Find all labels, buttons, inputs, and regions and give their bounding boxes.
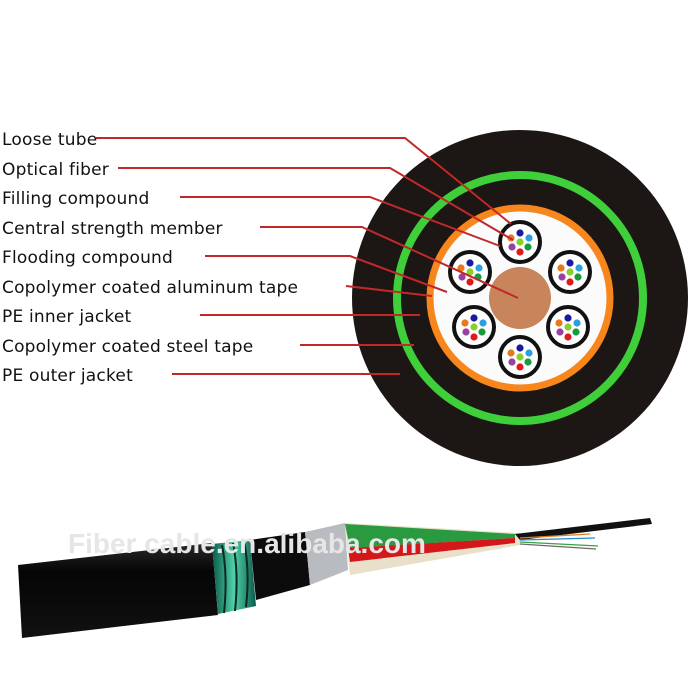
optical-fiber — [566, 259, 574, 267]
optical-fiber — [566, 278, 574, 286]
label-optical-fiber: Optical fiber — [2, 160, 109, 180]
optical-fiber — [461, 319, 469, 327]
leader-line — [96, 137, 512, 225]
optical-fiber — [573, 319, 581, 327]
optical-fiber — [525, 349, 533, 357]
optical-fiber — [516, 248, 524, 256]
optical-fiber — [470, 333, 478, 341]
label-pe-inner-jacket: PE inner jacket — [2, 307, 132, 327]
optical-fiber — [516, 344, 524, 352]
optical-fiber — [575, 264, 583, 272]
optical-fiber — [556, 328, 564, 336]
leader-line — [260, 226, 519, 299]
optical-fiber — [507, 349, 515, 357]
optical-fiber — [466, 278, 474, 286]
central-strength-member — [489, 267, 551, 329]
leader-line — [205, 255, 448, 293]
optical-fiber — [524, 243, 532, 251]
red-tube — [348, 538, 515, 562]
optical-fiber — [558, 273, 566, 281]
labels: Loose tube Optical fiber Filling compoun… — [2, 130, 298, 386]
optical-fiber — [516, 238, 524, 246]
optical-fiber — [564, 314, 572, 322]
optical-fiber — [470, 314, 478, 322]
inner-jacket-segment — [250, 532, 310, 600]
watermark: Fiber cable.en.alibaba.com — [68, 528, 426, 559]
optical-fiber — [462, 328, 470, 336]
steel-tape-segment — [212, 540, 256, 614]
optical-fiber — [466, 268, 474, 276]
leader-line — [345, 285, 433, 297]
leader-lines — [96, 137, 519, 375]
optical-fiber — [516, 363, 524, 371]
label-flooding-compound: Flooding compound — [2, 248, 173, 268]
optical-fiber — [478, 328, 486, 336]
optical-fiber — [566, 268, 574, 276]
loose-tube — [498, 220, 542, 264]
optical-fiber — [458, 273, 466, 281]
optical-fiber — [524, 358, 532, 366]
label-central-strength-member: Central strength member — [2, 219, 223, 239]
outer-jacket-segment — [18, 543, 218, 638]
optical-fiber — [479, 319, 487, 327]
label-loose-tube: Loose tube — [2, 130, 97, 150]
label-aluminum-tape: Copolymer coated aluminum tape — [2, 278, 298, 298]
optical-fiber — [508, 243, 516, 251]
optical-fiber — [525, 234, 533, 242]
optical-fiber — [457, 264, 465, 272]
green-tube — [345, 524, 515, 548]
cable-side-view: Fiber cable.en.alibaba.com — [18, 518, 652, 638]
loose-tube — [452, 305, 496, 349]
central-member-rod — [515, 518, 652, 540]
optical-fiber — [466, 259, 474, 267]
optical-fiber — [572, 328, 580, 336]
optical-fiber — [516, 229, 524, 237]
leader-line — [118, 167, 514, 241]
optical-fiber — [555, 319, 563, 327]
loose-tube — [448, 250, 492, 294]
optical-fiber — [564, 323, 572, 331]
steel-tape-ring — [393, 171, 647, 425]
optical-fiber — [516, 353, 524, 361]
optical-fiber — [564, 333, 572, 341]
label-pe-outer-jacket: PE outer jacket — [2, 366, 133, 386]
leader-line — [180, 196, 501, 247]
cable-cross-section — [352, 130, 688, 466]
loose-tube — [548, 250, 592, 294]
loose-tube — [546, 305, 590, 349]
aluminum-tape-segment — [305, 523, 348, 585]
optical-fiber — [574, 273, 582, 281]
optical-fiber — [557, 264, 565, 272]
optical-fiber — [470, 323, 478, 331]
loose-tube — [498, 335, 542, 379]
label-steel-tape: Copolymer coated steel tape — [2, 337, 253, 357]
label-filling-compound: Filling compound — [2, 189, 149, 209]
optical-fiber — [508, 358, 516, 366]
optical-fiber — [475, 264, 483, 272]
